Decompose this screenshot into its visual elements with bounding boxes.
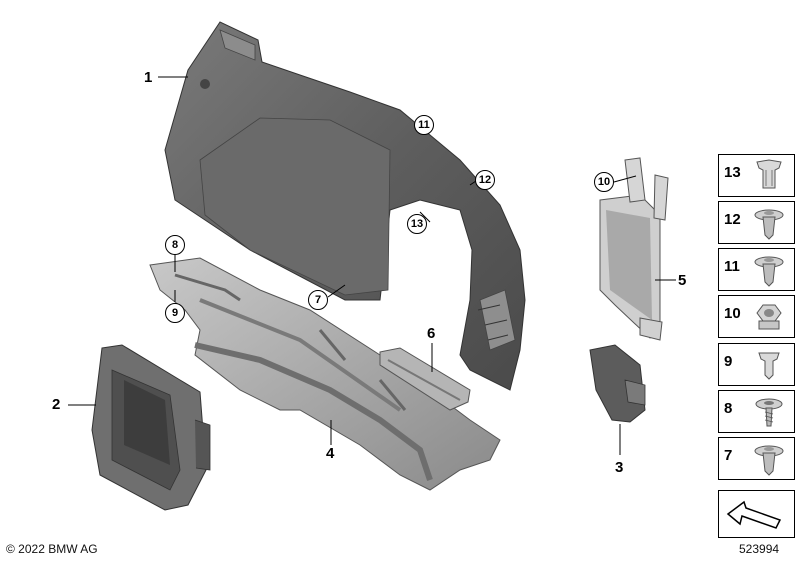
- legend-arrow-box: [718, 490, 795, 538]
- legend-number: 8: [724, 400, 733, 417]
- part-5-bracket: [599, 157, 669, 341]
- part-4-tray-frame: [149, 257, 501, 491]
- callout-6: 6: [427, 325, 436, 342]
- diagram-number: 523994: [739, 542, 780, 556]
- nut-icon: [756, 304, 782, 330]
- expanding-rivet-icon: [754, 256, 784, 287]
- copyright-text: © 2022 BMW AG: [6, 542, 98, 556]
- direction-arrow-icon: [726, 500, 782, 529]
- callout-2: 2: [52, 396, 61, 413]
- legend-item-7: 7: [718, 437, 795, 480]
- callout-circle-11: 11: [414, 115, 434, 135]
- part-2-storage-box: [91, 344, 211, 511]
- legend-item-12: 12: [718, 201, 795, 244]
- callout-circle-13: 13: [407, 214, 427, 234]
- legend-number: 13: [724, 164, 741, 181]
- callout-1: 1: [144, 69, 153, 86]
- legend-item-11: 11: [718, 248, 795, 291]
- callout-circle-10: 10: [594, 172, 614, 192]
- part-6-rail: [379, 347, 471, 411]
- expanding-rivet-icon: [754, 445, 784, 476]
- legend-item-10: 10: [718, 295, 795, 338]
- callout-circle-7: 7: [308, 290, 328, 310]
- screw-icon: [755, 398, 783, 427]
- part-1-side-trim-panel: [164, 21, 526, 391]
- callout-circle-12: 12: [475, 170, 495, 190]
- expanding-rivet-icon: [754, 209, 784, 240]
- legend-number: 10: [724, 305, 741, 322]
- legend-number: 7: [724, 447, 733, 464]
- callout-circle-8: 8: [165, 235, 185, 255]
- legend-number: 9: [724, 353, 733, 370]
- callout-3: 3: [615, 459, 624, 476]
- legend-number: 11: [724, 258, 740, 275]
- legend-number: 12: [724, 211, 741, 228]
- callout-5: 5: [678, 272, 687, 289]
- clip-icon: [756, 159, 782, 189]
- leader-line-7: [327, 284, 346, 298]
- callout-4: 4: [326, 445, 335, 462]
- callout-circle-9: 9: [165, 303, 185, 323]
- leader-line-10: [613, 175, 637, 183]
- legend-item-9: 9: [718, 343, 795, 386]
- legend-item-8: 8: [718, 390, 795, 433]
- legend-item-13: 13: [718, 154, 795, 197]
- part-3-end-cap: [589, 344, 646, 423]
- clip-icon: [758, 352, 780, 380]
